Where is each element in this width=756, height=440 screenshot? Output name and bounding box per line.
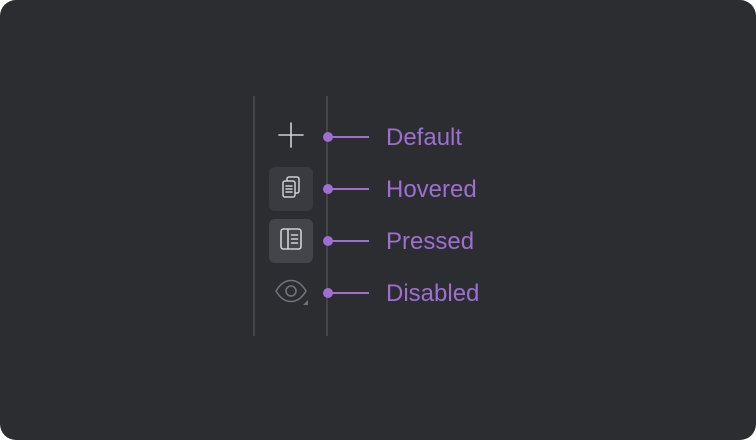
state-label-disabled: Disabled [386, 280, 480, 307]
connector-dot [323, 132, 333, 142]
connector-hovered [323, 184, 369, 194]
connector-pressed [323, 236, 369, 246]
connector-line [331, 292, 369, 294]
toolbar-left-border [253, 96, 255, 336]
state-label-hovered: Hovered [386, 176, 477, 203]
plus-icon [277, 121, 305, 154]
connector-dot [323, 184, 333, 194]
eye-icon [271, 275, 311, 312]
state-label-default: Default [386, 124, 463, 151]
connector-line [331, 188, 369, 190]
connector-line [331, 240, 369, 242]
connector-line [331, 136, 369, 138]
connector-disabled [323, 288, 369, 298]
connector-dot [323, 288, 333, 298]
toolbar-right-border [326, 96, 328, 336]
copy-document-icon [278, 174, 304, 205]
connector-dot [323, 236, 333, 246]
show-button-disabled [269, 271, 313, 315]
preview-panel-icon [278, 226, 304, 257]
copy-button-hovered[interactable] [269, 167, 313, 211]
preview-button-pressed[interactable] [269, 219, 313, 263]
connector-default [323, 132, 369, 142]
add-button-default[interactable] [269, 115, 313, 159]
state-label-pressed: Pressed [386, 228, 475, 255]
